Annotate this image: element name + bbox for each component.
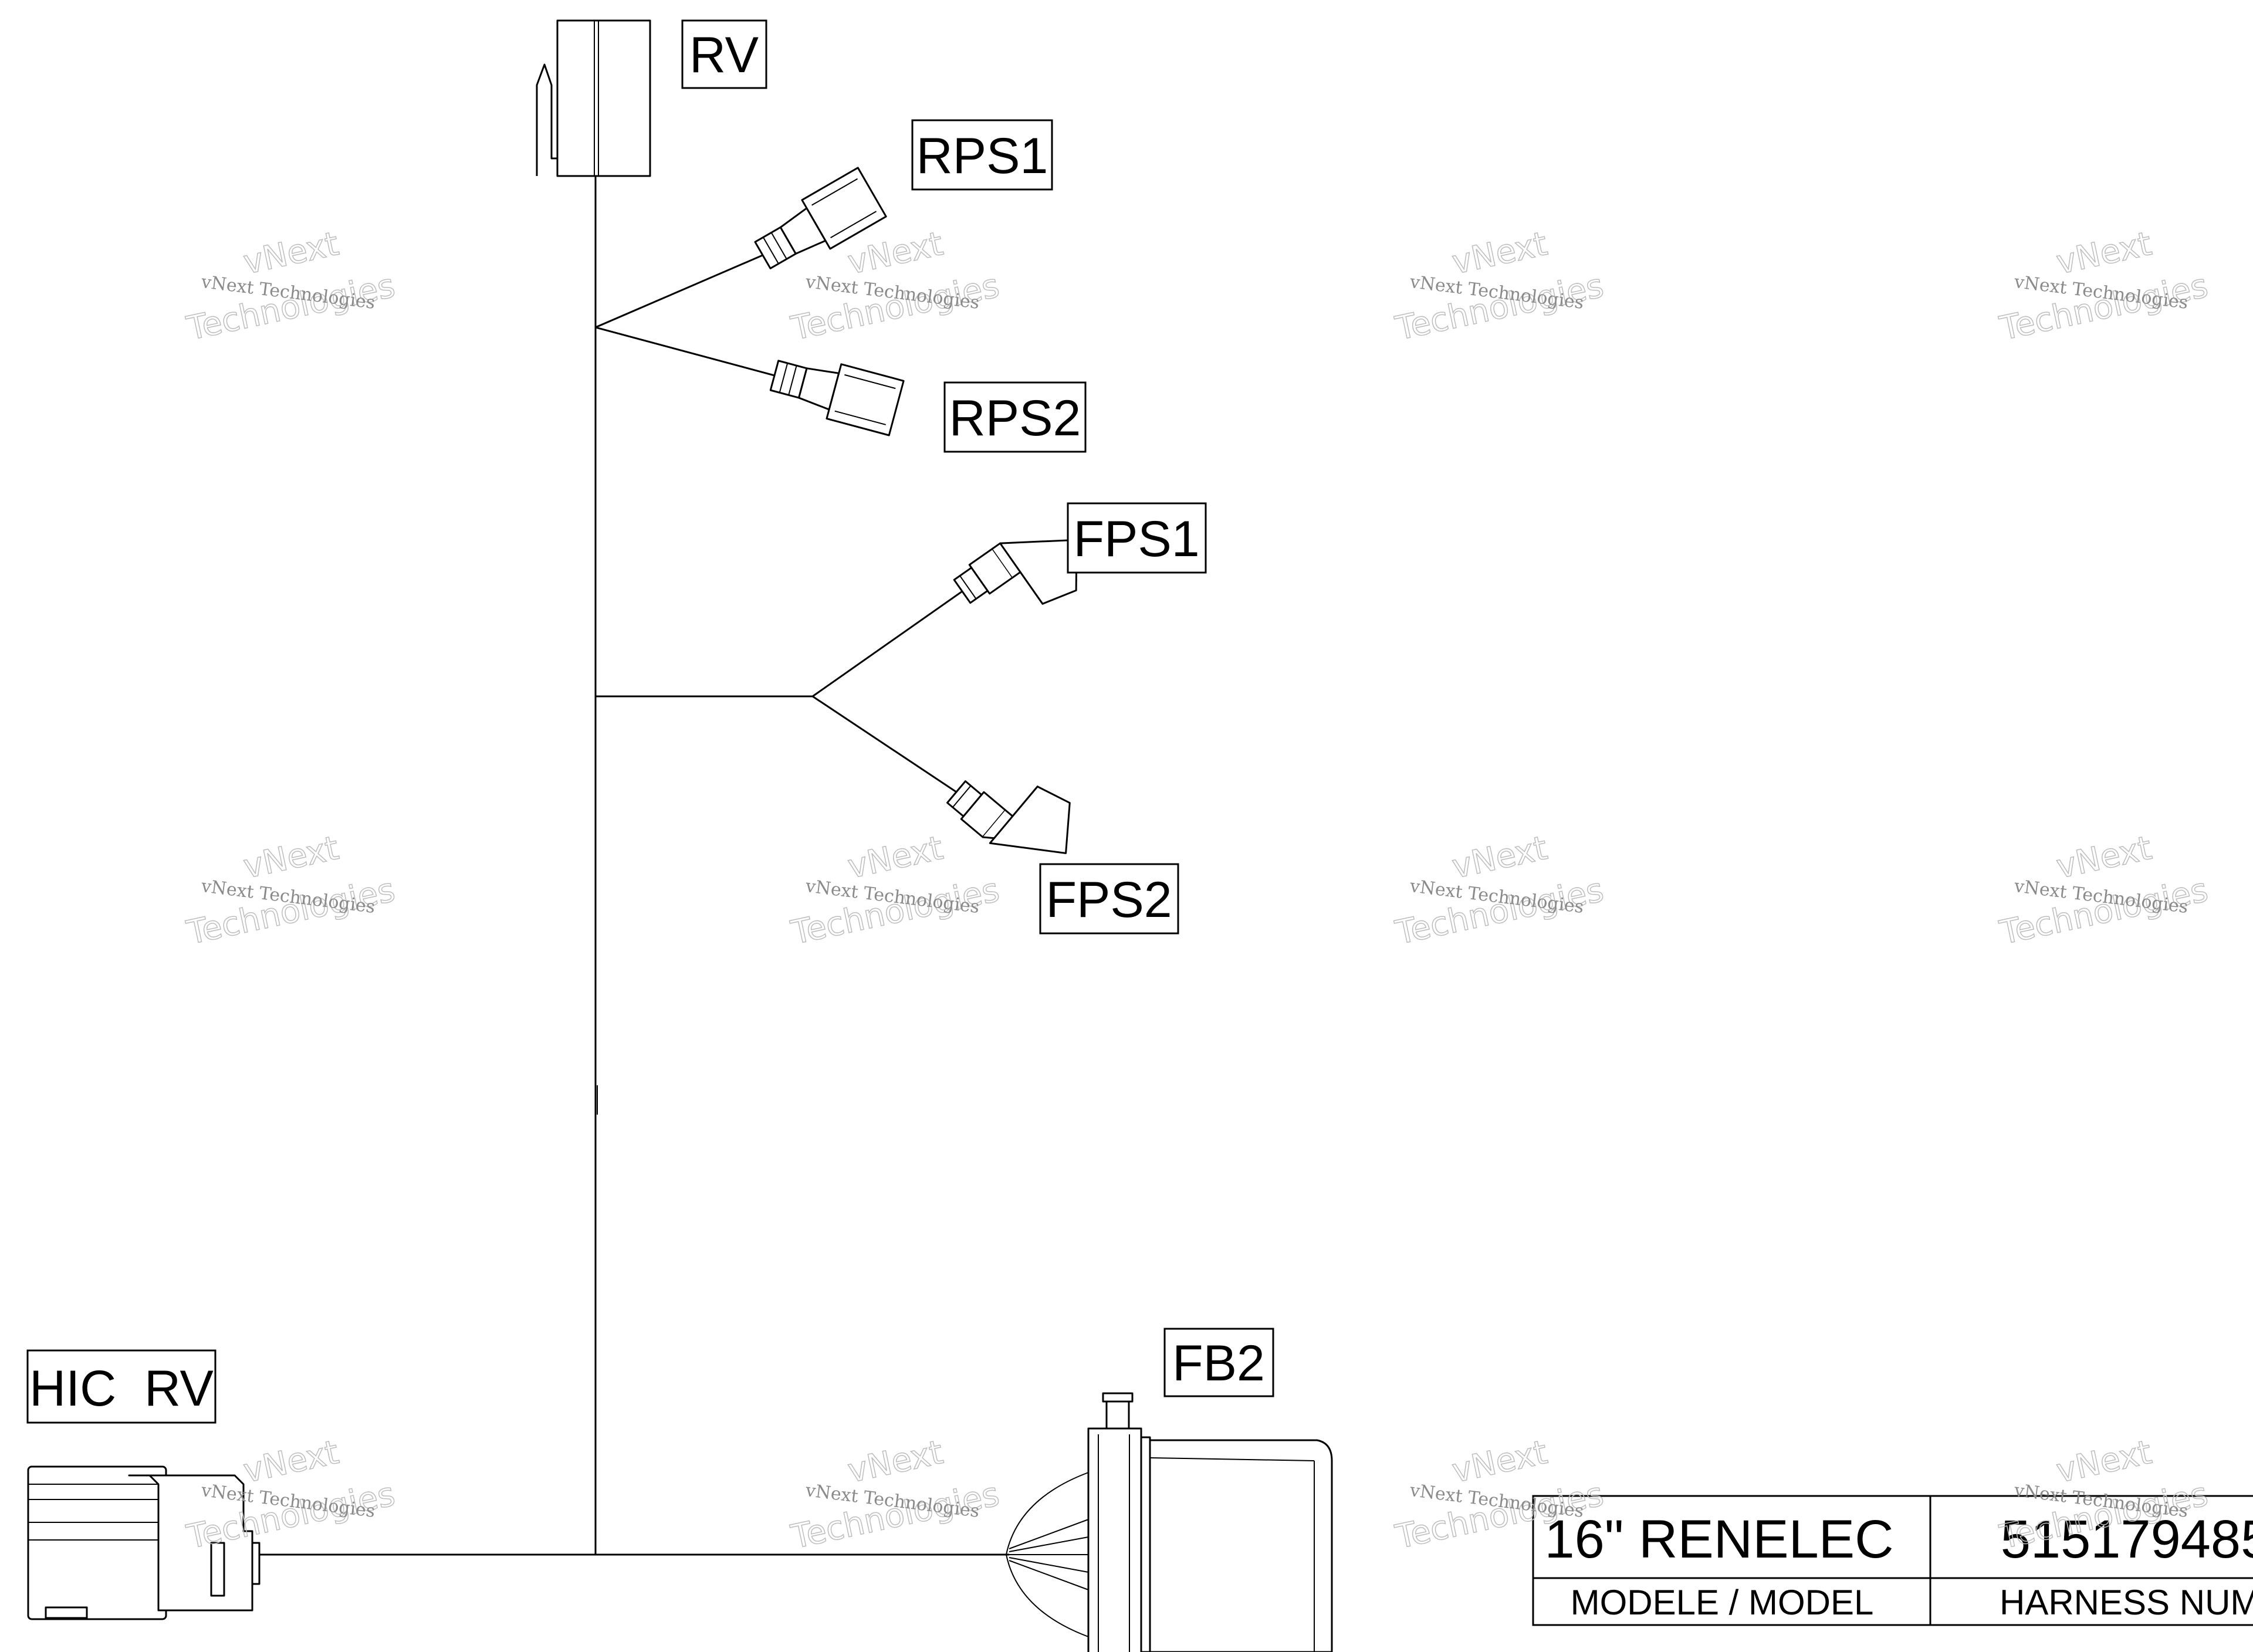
rps1-connector [754, 167, 887, 270]
model-value: 16" RENELEC [1544, 1509, 1893, 1569]
watermark-text-top: vNext [240, 1433, 342, 1491]
watermark-text-top: vNext [2053, 829, 2155, 886]
watermark-text-top: vNext [2053, 225, 2155, 282]
label-rps2-text: RPS2 [949, 390, 1081, 446]
watermark-text-top: vNext [1449, 225, 1551, 282]
fps1-wire [812, 590, 963, 698]
fb2-connector [1006, 1392, 1333, 1652]
watermark-text-top: vNext [844, 829, 946, 886]
title-block: 16" RENELEC MODELE / MODEL 515179485 HAR… [1532, 1495, 2253, 1626]
fps2-wire [812, 695, 957, 793]
label-hic-rv: HIC RV [26, 1349, 216, 1424]
watermark-text-top: vNext [240, 829, 342, 886]
fps2-connector [946, 780, 1071, 854]
rv-connector [536, 19, 651, 177]
watermark-text-top: vNext [844, 1433, 946, 1491]
label-rps2: RPS2 [943, 381, 1087, 453]
label-hic-rv-text: HIC RV [29, 1360, 214, 1417]
rps2-wire [595, 326, 775, 377]
watermark-text-top: vNext [1449, 829, 1551, 886]
harness-number-label: HARNESS NUMBER [2000, 1583, 2253, 1622]
label-fps1-text: FPS1 [1073, 511, 1199, 567]
fps1-connector [953, 539, 1078, 605]
harness-number-value: 515179485 [2001, 1509, 2253, 1569]
rps2-connector [769, 360, 905, 436]
watermark-text-top: vNext [240, 225, 342, 282]
label-rv: RV [681, 19, 767, 89]
watermark-text-top: vNext [1449, 1433, 1551, 1491]
label-rv-text: RV [689, 27, 759, 83]
rps1-wire [595, 254, 763, 329]
model-label: MODELE / MODEL [1571, 1583, 1874, 1622]
label-fps2: FPS2 [1039, 863, 1179, 935]
watermark-text-top: vNext [2053, 1433, 2155, 1491]
label-fps2-text: FPS2 [1046, 872, 1172, 928]
label-fps1: FPS1 [1067, 502, 1207, 574]
hic-rv-connector [27, 1465, 261, 1620]
harness-wires [258, 176, 1009, 1556]
watermark-text-top: vNext [844, 225, 946, 282]
label-fb2-text: FB2 [1172, 1335, 1265, 1392]
label-rps1-text: RPS1 [916, 128, 1048, 184]
label-rps1: RPS1 [911, 119, 1053, 191]
label-fb2: FB2 [1163, 1328, 1274, 1397]
